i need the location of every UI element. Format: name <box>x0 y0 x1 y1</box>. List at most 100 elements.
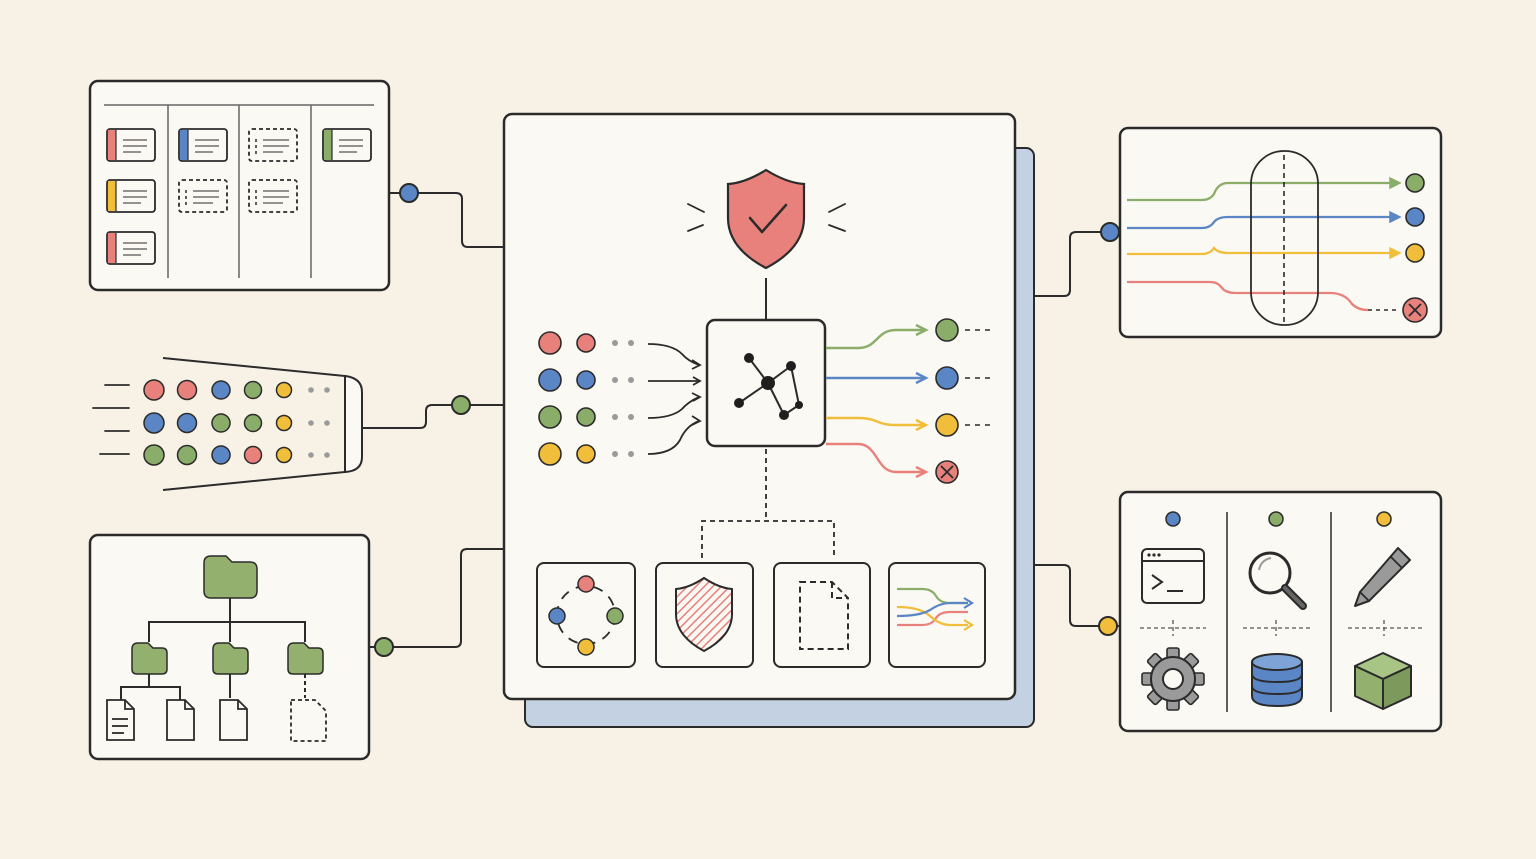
terminal-icon <box>1141 548 1205 604</box>
input-dot <box>538 405 562 429</box>
output-dot <box>935 318 959 342</box>
tree-lines <box>120 598 306 700</box>
input-dot <box>538 331 562 355</box>
folder-icon <box>212 642 249 675</box>
tool-dot <box>1165 511 1181 527</box>
funnel-dot <box>275 414 293 432</box>
lane <box>1127 207 1425 230</box>
funnel-dot <box>243 380 263 400</box>
module-cycle <box>536 562 636 668</box>
funnel-dot <box>176 444 198 466</box>
input-funnel-panel <box>92 357 363 491</box>
output-route <box>826 442 959 484</box>
connector-task-board <box>390 192 505 248</box>
task-card <box>178 179 228 213</box>
trail-dot <box>612 414 618 420</box>
funnel-dot <box>243 413 263 433</box>
hub-input-arrows <box>647 343 702 455</box>
lanes <box>1127 173 1428 323</box>
folder-icon <box>287 642 324 675</box>
connector-dot <box>399 183 419 203</box>
lane-dot <box>1405 173 1425 193</box>
task-card <box>106 231 156 265</box>
document-icon <box>219 699 248 741</box>
task-cards <box>106 128 372 265</box>
trail-dot <box>628 377 634 383</box>
connector-dot <box>1100 222 1120 242</box>
trail-dot <box>308 452 314 458</box>
graph-network-icon <box>705 318 827 448</box>
document-icon <box>106 699 135 741</box>
funnel-dot <box>176 379 198 401</box>
input-dot <box>538 368 562 392</box>
module-links <box>701 449 835 558</box>
cycle-icon <box>548 575 624 656</box>
hub-outputs <box>826 318 994 484</box>
funnel-mouth <box>344 374 363 474</box>
output-route <box>826 413 994 437</box>
output-dot <box>935 366 959 390</box>
funnel-dot <box>211 413 231 433</box>
trail-dot <box>612 377 618 383</box>
gear-icon <box>1141 647 1205 711</box>
merge-arrows-icon <box>896 587 975 631</box>
filter-capsule <box>1250 150 1319 326</box>
input-dot <box>576 444 596 464</box>
trail-dot <box>308 420 314 426</box>
connectors <box>363 192 1120 648</box>
filter-lanes-panel <box>1118 126 1443 339</box>
funnel-dots <box>143 379 330 466</box>
database-icon <box>1251 653 1303 708</box>
module-merge <box>888 562 986 668</box>
funnel-dot <box>211 445 231 465</box>
lane <box>1127 280 1428 323</box>
module-draft <box>773 562 871 668</box>
funnel-dot <box>143 379 165 401</box>
connector-input-funnel <box>363 404 505 429</box>
output-route <box>826 318 994 350</box>
file-tree-panel <box>88 533 371 761</box>
trail-dot <box>324 420 330 426</box>
output-route <box>826 366 994 390</box>
hub-input-dots <box>538 331 634 466</box>
funnel-dot <box>211 380 231 400</box>
connector-dot <box>451 395 471 415</box>
task-card <box>248 128 298 162</box>
connector-dots <box>374 183 1120 657</box>
tools-panel <box>1118 490 1443 733</box>
connector-filter-lanes <box>1035 231 1120 297</box>
shield-check-icon <box>687 168 846 270</box>
connector-dot <box>1098 616 1118 636</box>
input-dot <box>576 370 596 390</box>
draft-document-icon <box>799 581 849 650</box>
connector-file-tree <box>370 548 505 648</box>
hatched-shield-icon <box>675 576 733 653</box>
trail-dot <box>324 387 330 393</box>
trail-dot <box>308 387 314 393</box>
trail-dot <box>612 340 618 346</box>
input-dot <box>538 442 562 466</box>
trail-dot <box>628 414 634 420</box>
module-security <box>655 562 754 668</box>
motion-lines <box>92 384 130 455</box>
output-dot <box>935 413 959 437</box>
task-card <box>106 128 156 162</box>
pencil-icon <box>1354 547 1411 607</box>
magnifier-icon <box>1248 551 1307 610</box>
task-card <box>248 179 298 213</box>
lane <box>1127 173 1425 202</box>
funnel-dot <box>176 412 198 434</box>
trail-dot <box>324 452 330 458</box>
lane-dot <box>1405 243 1425 263</box>
funnel-dot <box>143 444 165 466</box>
task-board-panel <box>88 79 391 292</box>
tool-dot <box>1268 511 1284 527</box>
tool-separators <box>1140 620 1422 636</box>
task-card <box>322 128 372 162</box>
cube-icon <box>1354 652 1412 710</box>
folder-icon <box>203 555 258 599</box>
trail-dot <box>628 451 634 457</box>
connector-tools <box>1035 564 1120 627</box>
funnel-dot <box>275 446 293 464</box>
